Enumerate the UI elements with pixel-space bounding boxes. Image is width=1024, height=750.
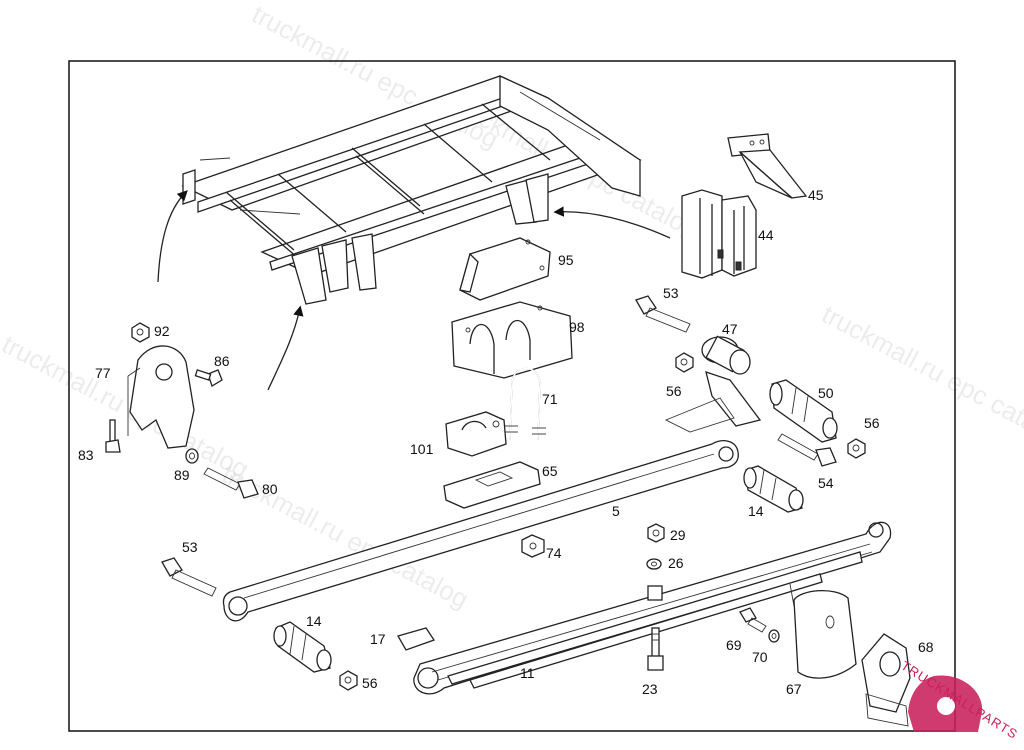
- callout-92: 92: [154, 323, 170, 339]
- callout-11: 11: [520, 665, 535, 681]
- part-77-spring-hanger: [127, 345, 195, 449]
- callout-44: 44: [758, 227, 774, 243]
- callout-83: 83: [78, 447, 94, 463]
- part-53-upper-bolt: [635, 295, 691, 333]
- callout-86: 86: [214, 353, 230, 369]
- callout-45: 45: [808, 187, 824, 203]
- part-14-bushing-left: [273, 621, 332, 673]
- diagram-frame: [68, 60, 956, 732]
- part-89-washer: [185, 448, 199, 464]
- part-74-nut: [521, 534, 545, 558]
- callout-17: 17: [370, 631, 386, 647]
- callout-14: 14: [748, 503, 764, 519]
- part-23-center-bolt: [647, 627, 664, 671]
- truckmallparts-logo: TRUCKMALLPARTS: [898, 658, 1020, 742]
- chassis-frame: [181, 74, 642, 305]
- callout-5: 5: [612, 503, 620, 519]
- part-11-leaf-spring-pack: [413, 521, 892, 695]
- callout-95: 95: [558, 252, 574, 268]
- callout-89: 89: [174, 467, 190, 483]
- part-86-bolt: [194, 369, 223, 387]
- callout-labels: 45 44 95 98 53 47 92 86 77 56 50 71 56 1…: [78, 187, 934, 697]
- callout-23: 23: [642, 681, 658, 697]
- callout-71: 71: [542, 391, 558, 407]
- callout-53: 53: [663, 285, 679, 301]
- part-47-shackle: [664, 335, 762, 433]
- callout-74: 74: [546, 545, 562, 561]
- callout-14: 14: [306, 613, 322, 629]
- part-68-bracket: [861, 633, 911, 727]
- callout-26: 26: [668, 555, 684, 571]
- part-69-bolt: [739, 607, 767, 633]
- part-26-washer: [646, 558, 662, 570]
- watermark-text: truckmall.ru epc catalog: [817, 299, 1024, 454]
- part-14-bushing-right: [743, 465, 804, 513]
- part-83-bolt: [105, 419, 121, 453]
- callout-50: 50: [818, 385, 834, 401]
- callout-56: 56: [666, 383, 682, 399]
- callout-54: 54: [818, 475, 834, 491]
- callout-69: 69: [726, 637, 742, 653]
- callout-56: 56: [362, 675, 378, 691]
- callout-77: 77: [95, 365, 111, 381]
- part-54-bolt: [777, 433, 837, 467]
- callout-53: 53: [182, 539, 198, 555]
- part-56-nut-upper: [675, 352, 694, 373]
- callout-101: 101: [410, 441, 434, 457]
- part-80-bolt: [203, 467, 259, 499]
- callout-65: 65: [542, 463, 558, 479]
- part-56-nut-lower: [339, 670, 358, 691]
- part-71-u-bolt: [504, 367, 546, 441]
- part-92-nut: [131, 322, 150, 343]
- callout-98: 98: [569, 319, 585, 335]
- part-5-leaf-spring: [222, 440, 739, 622]
- callout-67: 67: [786, 681, 802, 697]
- callout-80: 80: [262, 481, 278, 497]
- callout-68: 68: [918, 639, 934, 655]
- callout-70: 70: [752, 649, 768, 665]
- callout-47: 47: [722, 321, 738, 337]
- part-53-lower-bolt: [161, 557, 217, 597]
- part-101-bump-stop: [445, 411, 507, 457]
- part-65-spring-plate: [443, 461, 541, 509]
- part-44-spacer-block: [681, 189, 757, 279]
- part-56-nut-right: [847, 438, 866, 459]
- callout-56: 56: [864, 415, 880, 431]
- part-17-pad: [397, 627, 436, 651]
- part-45-bracket: [727, 133, 808, 199]
- part-95-wedge-plate: [459, 237, 551, 301]
- part-98-saddle-channel: [451, 301, 573, 379]
- callout-29: 29: [670, 527, 686, 543]
- part-29-nut: [647, 523, 665, 543]
- part-67-cover: [789, 583, 857, 679]
- part-50-bushing: [769, 379, 838, 443]
- part-70-washer: [768, 629, 780, 643]
